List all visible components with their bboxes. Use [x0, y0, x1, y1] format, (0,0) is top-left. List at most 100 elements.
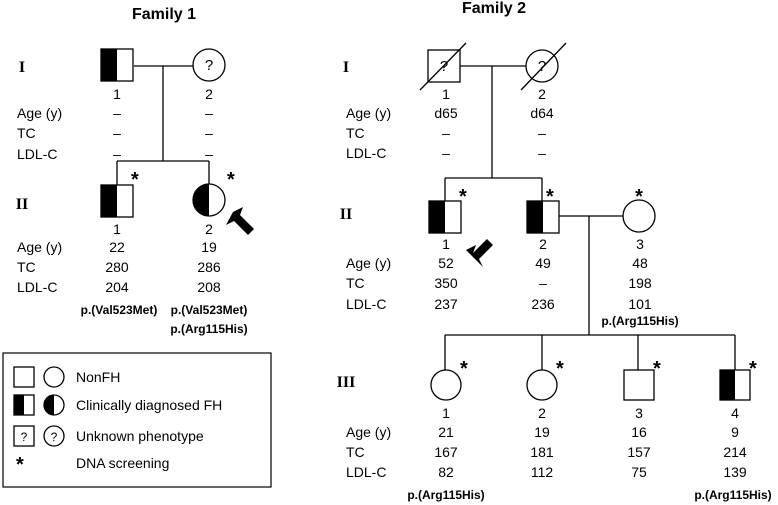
family2-I1-deceased-unknown-male: ? — [419, 42, 467, 91]
family2-III3-age: 16 — [631, 424, 647, 440]
family2-III3-unaffected-male — [623, 369, 655, 401]
family2-II1-affected-male — [428, 200, 462, 234]
family2-III3-tc: 157 — [627, 444, 651, 460]
family2-II3-mutation: p.(Arg115His) — [601, 314, 678, 328]
family1-II1-number: 1 — [113, 221, 121, 237]
family2-label-tc-III: TC — [346, 444, 365, 460]
family1-I1-affected-male — [100, 48, 134, 82]
family2-III1-number: 1 — [442, 405, 450, 421]
family2-II1-ldl: 237 — [434, 296, 458, 312]
legend-unknown-label: Unknown phenotype — [76, 428, 204, 444]
family1-I2-tc: – — [205, 125, 213, 141]
family2-II2-number: 2 — [539, 236, 547, 252]
family1-II1-ldl: 204 — [105, 279, 129, 295]
family2-label-ldl-II: LDL-C — [346, 296, 386, 312]
family1-I2-age: – — [205, 105, 213, 121]
family2-II2-screening-star: * — [546, 186, 554, 208]
family1-label-ldl-I: LDL-C — [17, 146, 57, 162]
family2-label-age-I: Age (y) — [346, 105, 391, 121]
question-mark-icon: ? — [205, 57, 213, 74]
family1-II2-affected-female — [192, 183, 226, 217]
family2-III1-mutation: p.(Arg115His) — [407, 488, 484, 502]
family2-II3-ldl: 101 — [628, 296, 652, 312]
legend-box — [2, 352, 272, 488]
family2-label-tc-I: TC — [346, 125, 365, 141]
family2-I1-tc: – — [442, 125, 450, 141]
family2-generation-I: I — [343, 59, 349, 76]
family2-III4-tc: 214 — [723, 444, 747, 460]
family1-I1-age: – — [113, 105, 121, 121]
family1-label-age-II: Age (y) — [17, 239, 62, 255]
family2-II3-number: 3 — [636, 236, 644, 252]
legend-unknown-square-icon — [13, 425, 35, 447]
family2-label-age-III: Age (y) — [346, 424, 391, 440]
family1-II2-mutation2: p.(Arg115His) — [170, 322, 247, 336]
family2-III2-unaffected-female — [526, 369, 558, 401]
family2-II2-age: 49 — [535, 255, 551, 271]
family2-III3-screening-star: * — [653, 358, 661, 380]
family2-III2-tc: 181 — [530, 444, 554, 460]
family2-I1-number: 1 — [442, 86, 450, 102]
family2-title: Family 2 — [462, 0, 526, 17]
legend-unknown-circle-icon — [43, 425, 65, 447]
family1-label-tc-I: TC — [17, 125, 36, 141]
family1-generation-I: I — [19, 59, 25, 76]
family2-I2-deceased-unknown-female: ? — [520, 42, 567, 91]
family2-III4-age: 9 — [731, 424, 739, 440]
legend-nonfh-label: NonFH — [76, 369, 120, 385]
family1-label-age-I: Age (y) — [17, 105, 62, 121]
family2-III3-ldl: 75 — [631, 464, 647, 480]
family2-III2-screening-star: * — [556, 358, 564, 380]
family2-label-age-II: Age (y) — [346, 255, 391, 271]
family1-I1-number: 1 — [113, 86, 121, 102]
family2-II2-tc: – — [539, 275, 547, 291]
family2-label-ldl-I: LDL-C — [346, 145, 386, 161]
family2-II3-age: 48 — [632, 255, 648, 271]
family2-I2-ldl: – — [538, 145, 546, 161]
family1-title: Family 1 — [132, 6, 196, 23]
family1-label-ldl-II: LDL-C — [17, 279, 57, 295]
family1-I1-tc: – — [113, 125, 121, 141]
family2-I1-ldl: – — [442, 145, 450, 161]
question-mark-icon: ? — [440, 58, 448, 75]
family1-label-tc-II: TC — [17, 259, 36, 275]
family2-generation-II: II — [340, 206, 352, 223]
family2-II3-screening-star: * — [635, 186, 643, 208]
family1-generation-II: II — [16, 196, 28, 213]
legend: NonFH Clinically diagnosed FH ? ? Unknow… — [2, 352, 272, 488]
family2-I1-age: d65 — [434, 105, 458, 121]
family2-III3-number: 3 — [635, 405, 643, 421]
family2-III2-ldl: 112 — [531, 464, 554, 480]
family2-II3-unaffected-female — [622, 199, 656, 233]
family2-III2-age: 19 — [534, 424, 550, 440]
family2-II1-number: 1 — [442, 236, 450, 252]
family1-II1-age: 22 — [109, 239, 125, 255]
family1-II1-mutation: p.(Val523Met) — [81, 303, 158, 317]
family1-II1-screening-star: * — [131, 169, 139, 191]
family2-label-tc-II: TC — [346, 275, 365, 291]
family2-II1-tc: 350 — [434, 275, 458, 291]
family2-label-ldl-III: LDL-C — [346, 464, 386, 480]
question-mark-icon: ? — [538, 58, 546, 75]
family2-I2-tc: – — [538, 125, 546, 141]
family2-III2-number: 2 — [538, 405, 546, 421]
family1-II2-tc: 286 — [197, 259, 221, 275]
family2-III1-age: 21 — [438, 424, 454, 440]
family2-I2-age: d64 — [530, 105, 554, 121]
question-mark-icon: ? — [51, 430, 58, 444]
family2-III1-screening-star: * — [460, 358, 468, 380]
family2-III4-affected-male — [719, 369, 751, 401]
family1-I1-ldl: – — [113, 146, 121, 162]
family2-II2-affected-male — [526, 200, 560, 234]
question-mark-icon: ? — [21, 430, 28, 444]
family2-II1-age: 52 — [438, 255, 454, 271]
family2-III4-screening-star: * — [749, 358, 757, 380]
family1-II2-mutation: p.(Val523Met) — [171, 303, 248, 317]
legend-square-icon — [13, 366, 35, 388]
legend-fh-label: Clinically diagnosed FH — [76, 397, 222, 413]
proband-arrow-icon — [466, 239, 493, 267]
family1-I2-unknown-female: ? — [192, 48, 226, 82]
family1-II2-ldl: 208 — [197, 279, 221, 295]
family2-III4-mutation: p.(Arg115His) — [694, 488, 771, 502]
family1-II2-number: 2 — [205, 221, 213, 237]
